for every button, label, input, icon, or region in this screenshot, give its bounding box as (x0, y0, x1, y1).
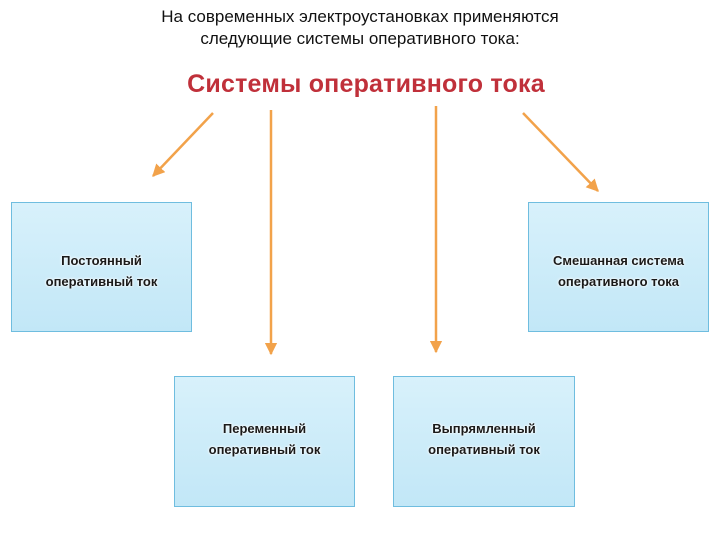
box-rectified-current-label: Выпрямленный оперативный ток (428, 420, 540, 457)
box-dc-current-label: Постоянный оперативный ток (45, 253, 158, 289)
arrow-to-mixed (522, 112, 599, 192)
intro-text-line-1: На современных электроустановках применя… (161, 7, 559, 26)
intro-text-line-2: следующие системы оперативного тока: (200, 29, 520, 48)
box-mixed-system-label: Смешанная система оперативного тока (553, 253, 684, 289)
box-ac-current: Переменный оперативный ток (174, 376, 355, 507)
box-ac-current-label: Переменный оперативный ток (208, 420, 321, 457)
arrow-to-dc (152, 112, 214, 177)
box-dc-current: Постоянный оперативный ток (11, 202, 192, 332)
box-rectified-current: Выпрямленный оперативный ток (393, 376, 575, 507)
box-mixed-system: Смешанная система оперативного тока (528, 202, 709, 332)
diagram-title: Системы оперативного тока (187, 70, 545, 98)
